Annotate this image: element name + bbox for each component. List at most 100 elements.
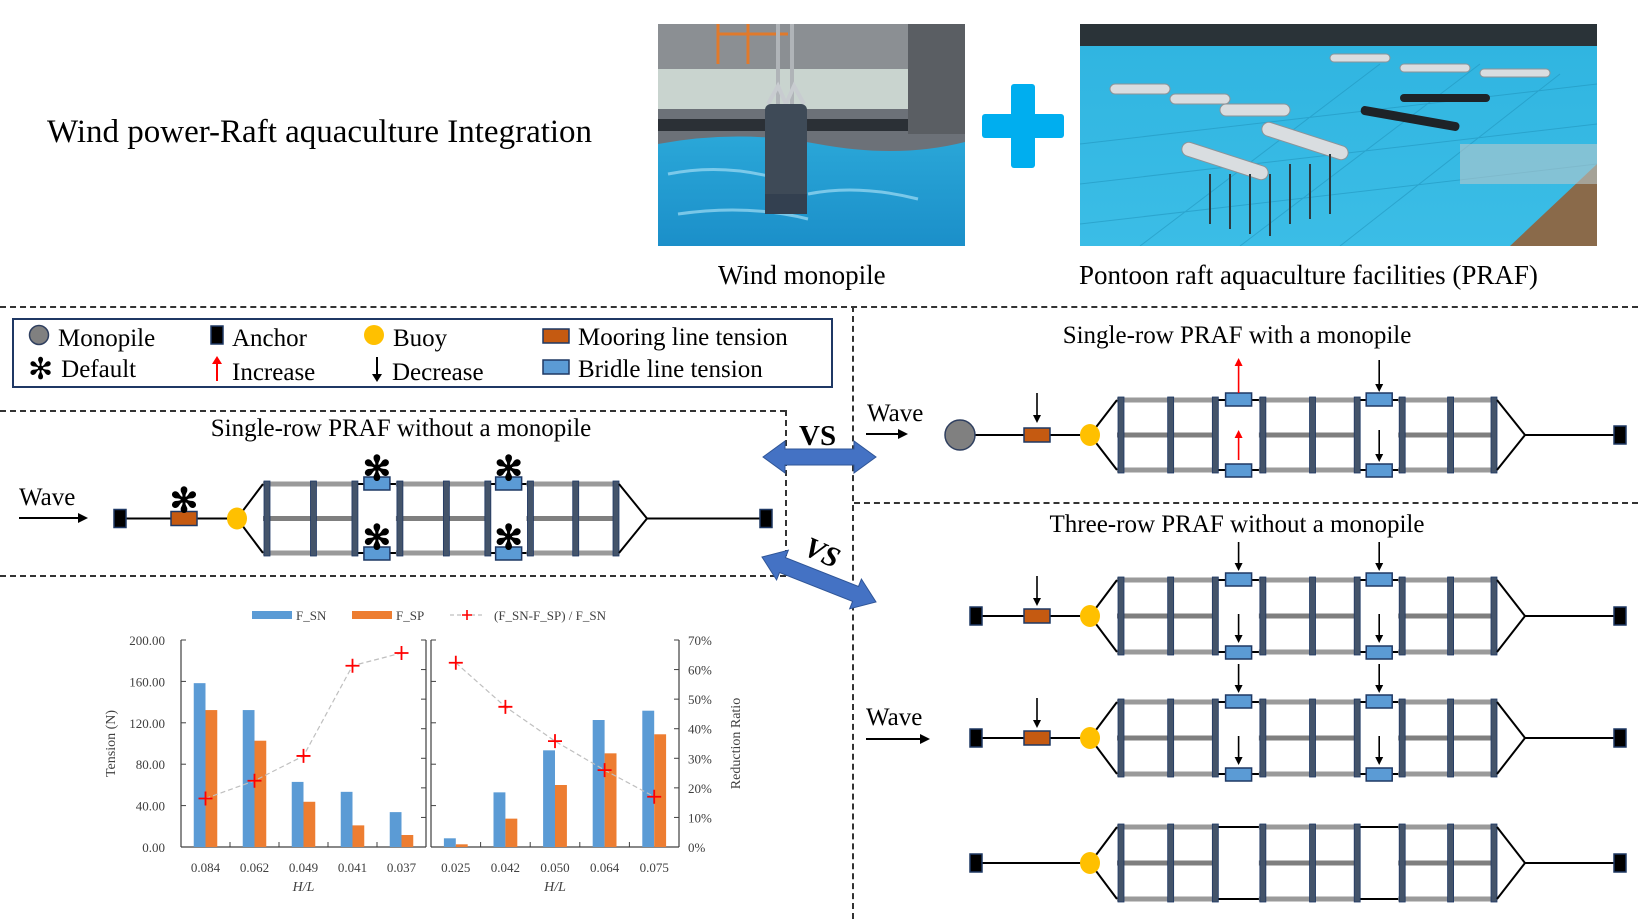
x-tick-label: 0.037 [387, 860, 417, 875]
x-axis-title: H/L [292, 880, 315, 895]
arrow-head [1375, 384, 1384, 392]
separator-left-diagram-top [0, 410, 786, 412]
legend-label: Monopile [58, 324, 156, 352]
arrow-head [1033, 415, 1041, 423]
vs-arrow-shape [762, 440, 877, 474]
frame-bar [1309, 698, 1316, 778]
plus-icon [982, 84, 1064, 168]
frame-bar [484, 480, 492, 557]
arrow-head [1375, 685, 1384, 693]
legend-label: Decrease [392, 358, 484, 386]
frame-bar [1490, 576, 1498, 656]
arrow-head [1234, 358, 1243, 366]
legend-label: Default [61, 356, 137, 383]
legend-label-f-sn: F_SN [296, 608, 327, 623]
bar-f-sp [401, 834, 414, 847]
legend-item-mooring: Mooring line tension [542, 324, 788, 352]
decrease-arrow-icon [1033, 698, 1041, 728]
separator-left-diagram-right [785, 410, 787, 576]
bar-f-sn [389, 812, 402, 847]
anchor-icon [1613, 853, 1627, 873]
y-tick-label: 0.00 [142, 840, 165, 855]
ratio-marker [247, 773, 262, 788]
bar-f-sp [352, 825, 365, 847]
frame-bar [1117, 698, 1125, 778]
legend-label: Mooring line tension [578, 324, 788, 351]
mooring-line-tension-icon [1023, 608, 1051, 624]
default-asterisk-icon: ✻ [494, 451, 523, 488]
frame-bar [1309, 396, 1316, 474]
arrow-head [1234, 563, 1243, 571]
y2-tick-label: 20% [688, 781, 712, 796]
y2-tick-label: 10% [688, 810, 712, 825]
frame-bar [1490, 698, 1498, 778]
decrease-arrow-icon [1234, 542, 1243, 571]
vs-arrow-shape [761, 549, 877, 610]
frame-bar [1490, 823, 1498, 903]
x-tick-label: 0.062 [240, 860, 269, 875]
frame-bar [1117, 396, 1125, 474]
bar-f-sn [543, 750, 555, 847]
buoy-icon [1080, 727, 1100, 749]
ratio-marker [345, 658, 360, 673]
decrease-arrow-icon [370, 356, 384, 389]
diagram-title-single-no-monopile: Single-row PRAF without a monopile [210, 415, 592, 442]
legend-label: Increase [232, 358, 316, 386]
bridle-line-tension-icon [494, 476, 523, 491]
y2-tick-label: 0% [688, 840, 706, 855]
frame-bar [1259, 698, 1267, 778]
ratio-marker [448, 655, 463, 670]
increase-arrow-icon [1234, 430, 1243, 460]
x-tick-label: 0.025 [441, 860, 470, 875]
y-tick-label: 80.00 [136, 757, 165, 772]
mooring-line-tension-icon [542, 324, 570, 352]
bar-f-sn [193, 683, 206, 847]
default-asterisk-icon: ✻ [363, 451, 392, 488]
bar-f-sp [455, 844, 468, 847]
legend-marker-ratio [462, 610, 472, 620]
separator-left-diagram-bottom [0, 575, 786, 577]
frame-bar [1353, 698, 1361, 778]
bridle-line-tension-icon [1365, 572, 1393, 587]
y-tick-label: 120.00 [129, 716, 165, 731]
legend-label-f-sp: F_SP [396, 608, 424, 623]
frame-bar [1167, 698, 1175, 778]
legend-item-default: ✻ Default [28, 355, 137, 385]
y-axis-title: Tension (N) [104, 710, 119, 777]
praf-raft [944, 392, 1627, 478]
separator-right-middle [854, 502, 1638, 504]
bridle-right [1496, 399, 1526, 471]
bridle-line-tension-icon [1365, 694, 1393, 709]
bridle-line-tension-icon [542, 356, 570, 384]
ratio-marker [647, 789, 662, 804]
arrow-head [898, 429, 908, 439]
legend-item-buoy: Buoy [363, 324, 447, 353]
monopile-icon [28, 324, 50, 353]
wave-label: Wave [19, 484, 76, 511]
ratio-marker [548, 734, 562, 749]
arrow-head [920, 734, 930, 744]
frame-bar [1490, 396, 1498, 474]
bridle-line-tension-icon [1224, 572, 1253, 587]
legend-swatch-f-sn [252, 611, 292, 619]
frame-bar [1211, 698, 1219, 778]
wave-direction-arrow [866, 429, 908, 439]
frame-bar [1167, 576, 1175, 656]
y2-tick-label: 50% [688, 692, 712, 707]
frame-bar [1167, 396, 1175, 474]
decrease-arrow-icon [1375, 360, 1384, 392]
praf-photo [1080, 24, 1597, 246]
bridle-right [1496, 826, 1526, 900]
frame-bar [263, 480, 271, 557]
wind-monopile-caption: Wind monopile [718, 260, 886, 290]
wind-monopile-photo [658, 24, 965, 246]
legend-label: Bridle line tension [578, 356, 763, 383]
decrease-arrow-icon [1375, 542, 1384, 571]
buoy-icon [1080, 424, 1100, 446]
frame-bar [1447, 396, 1454, 474]
frame-bar [1211, 576, 1219, 656]
legend-label: Anchor [232, 324, 307, 352]
frame-bar [1447, 823, 1454, 903]
ratio-marker [296, 748, 311, 763]
